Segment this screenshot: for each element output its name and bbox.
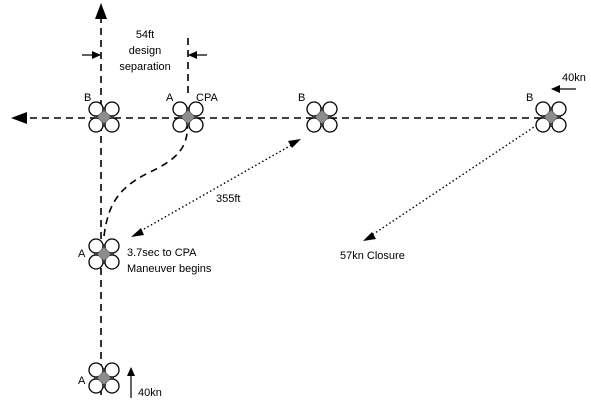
speed-label-a: 40kn [138,387,162,399]
design-separation-line2: separation [119,61,170,73]
drone-a-start [88,362,120,394]
aircraft-label-a-maneuver: A [78,248,86,260]
design-separation-line1: design [129,45,161,57]
aircraft-label-a-cpa: A [166,92,174,104]
distance-label: 355ft [216,193,240,205]
closure-label: 57kn Closure [340,250,405,262]
design-separation-value: 54ft [136,29,154,41]
closure-line [368,124,538,238]
drone-b-at-cpa [88,101,120,133]
range-arrowhead-lower [131,228,144,237]
range-line [136,142,296,234]
drone-b-at-maneuver [306,101,338,133]
cpa-label: CPA [196,92,218,104]
path-a-arrowhead [95,3,107,19]
aircraft-label-b-start: B [526,92,533,104]
aircraft-label-b-cpa: B [84,92,91,104]
aircraft-label-b-maneuver: B [298,92,305,104]
maneuver-time-label: 3.7sec to CPA [127,247,197,259]
aircraft-label-a-start: A [78,375,86,387]
drone-b-start [535,101,567,133]
maneuver-begins-label: Maneuver begins [127,263,212,275]
path-b-arrowhead [11,112,27,124]
avoidance-maneuver-path [103,119,189,237]
closure-arrowhead [363,232,376,241]
range-arrowhead-upper [288,139,301,148]
drone-a-at-maneuver [88,238,120,270]
speed-label-b: 40kn [562,72,586,84]
